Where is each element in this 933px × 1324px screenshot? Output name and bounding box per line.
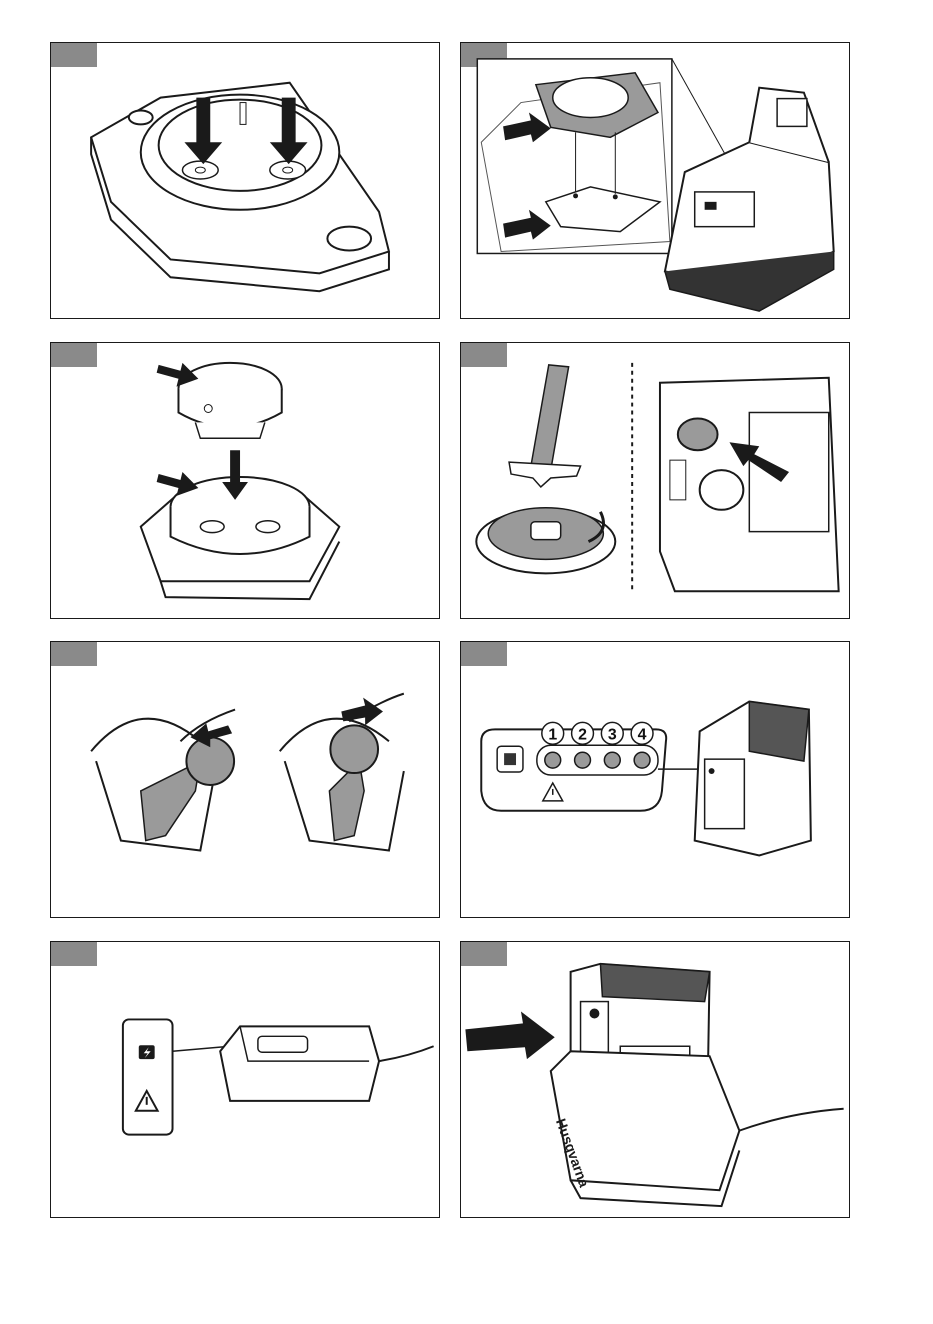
height-lever-illustration	[51, 642, 439, 917]
tool-installation-illustration	[461, 343, 849, 618]
panel-6-battery-indicators: 1 2 3 4	[460, 641, 850, 918]
battery-indicator-illustration: 1 2 3 4	[461, 642, 849, 917]
indicator-label-4: 4	[638, 726, 647, 743]
charger-status-illustration	[51, 942, 439, 1217]
cap-assembly-illustration	[51, 343, 439, 618]
mower-installation-illustration	[461, 43, 849, 318]
base-plate-illustration	[51, 43, 439, 318]
panel-3-cap-assembly	[50, 342, 440, 619]
arrow-right-icon	[465, 1011, 554, 1059]
panel-8-battery-in-charger: Husqvarna	[460, 941, 850, 1218]
led-3	[604, 752, 620, 768]
panel-5-height-lever	[50, 641, 440, 918]
panel-1-base-plate	[50, 42, 440, 319]
panel-7-charger-status	[50, 941, 440, 1218]
indicator-label-2: 2	[578, 726, 587, 743]
indicator-label-1: 1	[548, 726, 557, 743]
led-2	[575, 752, 591, 768]
led-1	[545, 752, 561, 768]
arrow-right-icon	[341, 698, 383, 726]
led-4	[634, 752, 650, 768]
indicator-label-3: 3	[608, 726, 617, 743]
battery-in-charger-illustration: Husqvarna	[461, 942, 849, 1217]
panel-2-mower-installation	[460, 42, 850, 319]
panel-4-tool-installation	[460, 342, 850, 619]
